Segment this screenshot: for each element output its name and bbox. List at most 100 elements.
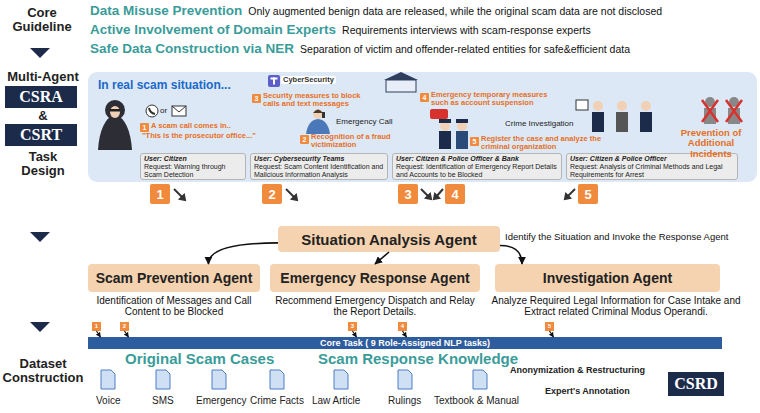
agent-box: Investigation Agent: [495, 264, 720, 292]
node-text: Emergency Response Agent: [280, 270, 469, 286]
task-number: 1: [150, 184, 170, 204]
step-badge: 4: [420, 93, 429, 102]
agent-description: Analyze Required Legal Information for C…: [480, 295, 752, 317]
node-text: Request: Analysis of Criminal Methods an…: [570, 163, 734, 179]
agent-description: Recommend Emergency Dispatch and Relay t…: [268, 295, 482, 317]
guideline-title: Active Involvement of Domain Experts: [90, 22, 336, 37]
document-label: Law Article: [312, 395, 360, 406]
dataset-heading: Scam Response Knowledge: [318, 351, 518, 368]
step-text: A scam call comes in..: [151, 122, 231, 130]
guideline-text: Requirements interviews with scam-respon…: [342, 24, 591, 36]
node-text: User: Citizen: [144, 155, 187, 163]
node-text: Situation Analysis Agent: [301, 231, 477, 248]
node-text: Request: Warning through Scam Detection: [144, 163, 242, 179]
task-marker: 5: [545, 322, 554, 331]
flow-arrow: [353, 331, 357, 337]
step-badge: 3: [252, 94, 261, 103]
node-text: 1: [156, 187, 163, 202]
task-marker: 2: [120, 322, 129, 331]
node-text: Scam Prevention Agent: [96, 270, 253, 286]
node-text: 4: [423, 93, 427, 102]
request-box: User: CitizenRequest: Warning through Sc…: [140, 153, 246, 180]
task-marker: 1: [92, 322, 101, 331]
node-text: 5: [473, 137, 477, 146]
name-box: CSRA: [5, 86, 77, 108]
document-label: Emergency: [196, 395, 247, 406]
node-text: 3: [255, 94, 259, 103]
node-text: User: Cybersecurity Teams: [254, 155, 344, 163]
task-marker: 4: [398, 322, 407, 331]
scene-text: Crime Investigation: [505, 120, 573, 129]
node-text: 5: [548, 322, 551, 331]
step-text: Prevention of Additional Incidents: [668, 128, 754, 159]
request-box: User: Cybersecurity TeamsRequest: Scam C…: [250, 153, 388, 180]
node-text: In real scam situation...: [98, 78, 231, 92]
node-text: 4: [401, 322, 404, 331]
task-number: 3: [398, 184, 418, 204]
step-badge: 2: [300, 135, 309, 144]
flow-arrow: [500, 246, 522, 265]
section-label: &: [2, 109, 84, 123]
request-box: User: Citizen & Police Officer & BankReq…: [392, 153, 562, 180]
agent-note: Identify the Situation and Invoke the Re…: [505, 232, 757, 242]
process-note: Anonymization & Restructuring: [510, 366, 645, 376]
document-label: Textbook & Manual: [434, 395, 519, 406]
node-text: 3: [404, 187, 411, 202]
flow-arrow: [375, 252, 389, 264]
core-task-bar: Core Task ( 9 Role-Assigned NLP tasks): [88, 337, 722, 349]
node-text: 5: [584, 187, 591, 202]
scene-text: Emergency Call: [336, 118, 392, 127]
document-label: Crime Facts: [250, 395, 304, 406]
agent-box: Emergency Response Agent: [270, 264, 480, 292]
document-label: SMS: [152, 395, 174, 406]
section-label: Core Guideline: [2, 6, 82, 35]
flow-arrow: [97, 331, 101, 337]
node-text: 2: [123, 322, 126, 331]
dataset-heading: Original Scam Cases: [125, 351, 274, 368]
step-badge: 5: [470, 137, 479, 146]
agent-box: Situation Analysis Agent: [278, 226, 500, 252]
step-text: "This is the prosecutor office...": [142, 132, 298, 140]
agent-description: Identification of Messages and Call Cont…: [84, 295, 264, 317]
node-text: Investigation Agent: [543, 270, 672, 286]
flow-arrow: [125, 331, 129, 337]
step-text: Recognition of a fraud victimization: [311, 133, 431, 149]
document-icon: [101, 370, 487, 389]
node-text: Request: Scam Content Identification and…: [254, 163, 384, 179]
flow-arrow: [208, 243, 278, 264]
icon-label: 112: [430, 110, 448, 118]
node-text: Core Task ( 9 Role-Assigned NLP tasks): [320, 337, 490, 349]
guideline-text: Only augmented benign data are released,…: [248, 5, 662, 17]
guideline-title: Safe Data Construction via NER: [90, 41, 294, 56]
step-text: Register the case and analyze the crimin…: [481, 135, 631, 151]
flow-arrow: [403, 331, 407, 337]
pointer-arrow: [174, 189, 575, 200]
flow-arrow: [550, 331, 554, 337]
node-text: CSRA: [19, 88, 63, 106]
section-label: Task Design: [12, 150, 74, 179]
guideline-row: Data Misuse Prevention Only augmented ben…: [90, 3, 662, 18]
step-badge: 1: [140, 123, 149, 132]
guideline-title: Data Misuse Prevention: [90, 3, 242, 18]
node-text: User: Citizen & Police Officer & Bank: [396, 155, 519, 163]
scene-text: or: [160, 107, 167, 116]
guideline-row: Safe Data Construction via NERSeparation…: [90, 41, 630, 56]
icon-label: CyberSecurity: [281, 76, 336, 84]
task-number: 2: [262, 184, 282, 204]
step-text: Security measures to block calls and tex…: [263, 92, 371, 108]
process-note: Expert's Annotation: [545, 387, 630, 397]
step-text: Emergency temporary measures such as acc…: [431, 91, 563, 107]
section-label: Dataset Construction: [2, 357, 84, 386]
guideline-row: Active Involvement of Domain Experts Requ…: [90, 22, 591, 37]
node-text: 2: [268, 187, 275, 202]
node-text: 1: [143, 123, 147, 132]
node-text: 3: [351, 322, 354, 331]
agent-box: Scam Prevention Agent: [88, 264, 260, 292]
node-text: 4: [451, 187, 458, 202]
document-label: Rulings: [388, 395, 421, 406]
icon-label: BANK: [388, 82, 414, 89]
node-text: 1: [95, 322, 98, 331]
task-number: 4: [445, 184, 465, 204]
task-marker: 3: [348, 322, 357, 331]
